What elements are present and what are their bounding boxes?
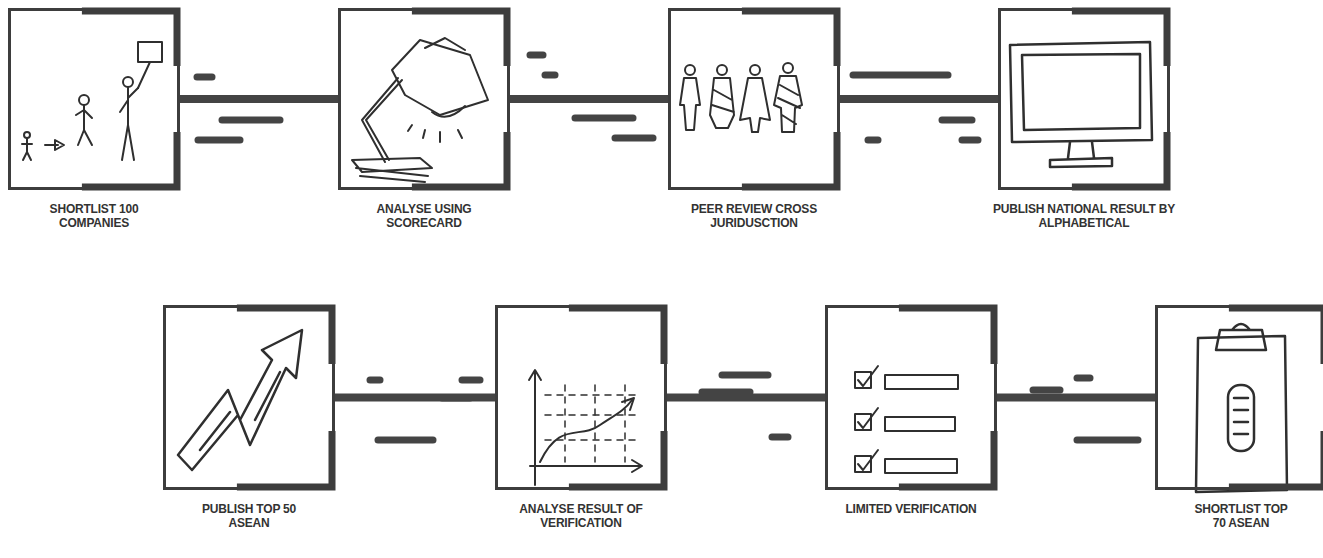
step-label: LIMITED VERIFICATION (811, 502, 1011, 516)
step-label: SHORTLIST TOP 70 ASEAN (1189, 502, 1293, 530)
frame-bracket (572, 308, 664, 487)
frame-bracket (415, 11, 507, 187)
box-frame (338, 8, 510, 190)
people-sketch (22, 42, 162, 160)
clipboard-sketch (1196, 324, 1287, 492)
peers-sketch (680, 63, 802, 132)
frame-bracket (745, 11, 837, 187)
frame-outline (165, 307, 334, 489)
box-frame (1155, 305, 1323, 490)
step-label: ANALYSE RESULT OF VERIFICATION (516, 502, 646, 530)
process-box: PUBLISH TOP 50 ASEAN (163, 305, 335, 490)
process-box: SHORTLIST 100 COMPANIES (8, 8, 180, 190)
process-box: PUBLISH NATIONAL RESULT BY ALPHABETICAL (998, 8, 1170, 190)
frame-outline (670, 10, 839, 189)
process-box: ANALYSE RESULT OF VERIFICATION (495, 305, 667, 490)
frame-outline (1000, 10, 1169, 189)
frame-bracket (85, 11, 177, 187)
box-frame (495, 305, 667, 490)
lamp-sketch (352, 38, 488, 182)
flow-connector (335, 394, 495, 402)
flow-connector (180, 95, 338, 103)
process-box: ANALYSE USING SCORECARD (338, 8, 510, 190)
box-frame (825, 305, 997, 490)
growth-arrow-sketch (178, 330, 302, 470)
checklist-sketch (855, 366, 958, 473)
flow-connector (667, 394, 825, 402)
frame-outline (497, 307, 666, 489)
process-box: PEER REVIEW CROSS JURIDUSCTION (668, 8, 840, 190)
chart-sketch (529, 370, 642, 485)
process-box: SHORTLIST TOP 70 ASEAN (1155, 305, 1323, 490)
frame-outline (1157, 307, 1323, 489)
frame-bracket (240, 308, 332, 487)
step-label: PUBLISH TOP 50 ASEAN (201, 502, 297, 530)
flow-connector (510, 95, 668, 103)
frame-bracket (1075, 11, 1167, 187)
frame-bracket (1232, 308, 1323, 487)
frame-bracket (902, 308, 994, 487)
box-frame (668, 8, 840, 190)
frame-outline (340, 10, 509, 189)
flow-connector (840, 95, 998, 103)
box-frame (8, 8, 180, 190)
box-frame (998, 8, 1170, 190)
flow-connector (997, 394, 1155, 402)
frame-outline (827, 307, 996, 489)
step-label: SHORTLIST 100 COMPANIES (39, 202, 149, 230)
step-label: PUBLISH NATIONAL RESULT BY ALPHABETICAL (991, 202, 1177, 230)
box-frame (163, 305, 335, 490)
frame-outline (10, 10, 179, 189)
step-label: ANALYSE USING SCORECARD (369, 202, 479, 230)
step-label: PEER REVIEW CROSS JURIDUSCTION (678, 202, 830, 230)
process-box: LIMITED VERIFICATION (825, 305, 997, 490)
monitor-sketch (1010, 42, 1152, 167)
